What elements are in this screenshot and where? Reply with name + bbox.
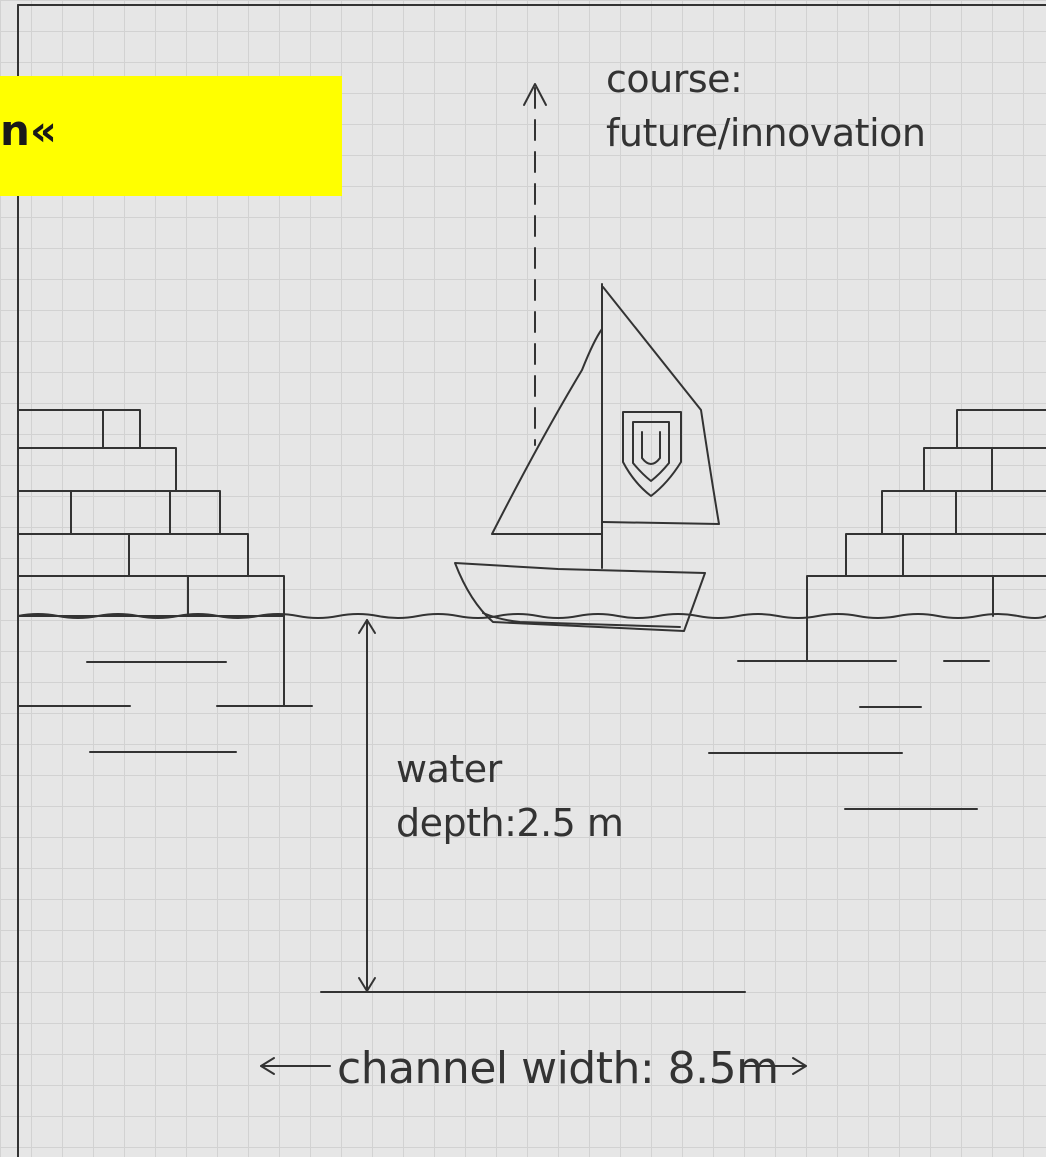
left-quay-wall <box>17 409 285 707</box>
water-depth-label-line-1: water <box>396 747 502 791</box>
sailboat-icon <box>454 283 720 632</box>
banner-text: n« <box>0 106 58 155</box>
water-depth-label-line-2: depth:2.5 m <box>396 801 624 845</box>
highlight-banner <box>0 76 342 196</box>
water-depth-label: water depth:2.5 m <box>396 742 624 850</box>
double-arrow-icon <box>260 1057 807 1075</box>
course-label: course: future/innovation <box>606 52 926 160</box>
arrow-up-icon <box>523 83 547 446</box>
depth-arrow <box>358 619 376 992</box>
course-label-line-1: course: <box>606 57 743 101</box>
right-quay-wall <box>806 409 1046 661</box>
water-ripples <box>17 660 990 810</box>
course-label-line-2: future/innovation <box>606 111 926 155</box>
water-surface <box>17 613 1046 619</box>
shield-icon <box>622 411 682 497</box>
channel-width-label: channel width: 8.5m <box>337 1043 779 1094</box>
